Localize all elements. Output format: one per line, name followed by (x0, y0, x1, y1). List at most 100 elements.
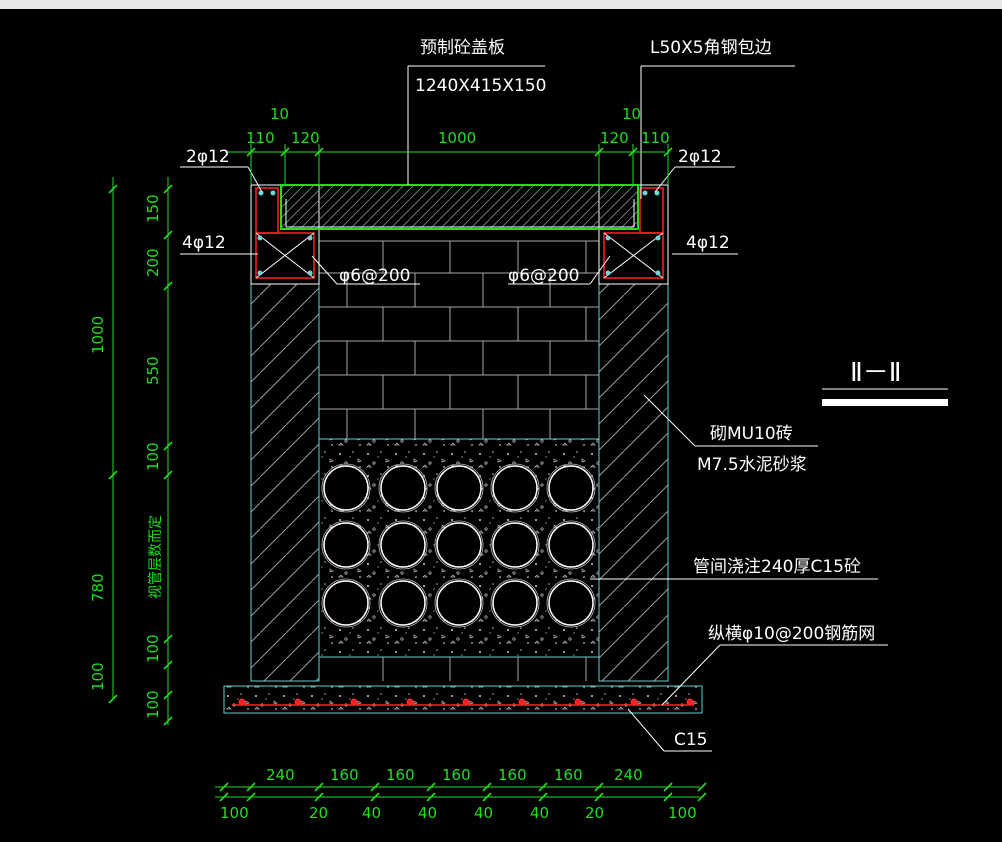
pipe-outline (490, 520, 540, 570)
pipe (436, 465, 482, 511)
dimension-ticks (108, 147, 707, 802)
bar-top-right-text: 2φ12 (678, 147, 722, 167)
mesh-rebar-dot (294, 698, 302, 706)
dim-left-150: 150 (144, 194, 162, 223)
dimension-tick (246, 147, 256, 157)
dimension-tick (314, 792, 324, 802)
pipe-outline (321, 520, 371, 570)
pipe-outline (546, 520, 596, 570)
dim-left-1000: 1000 (89, 316, 107, 354)
dimension-tick (314, 782, 324, 792)
leader-lines (180, 65, 948, 752)
dimension-tick (426, 792, 436, 802)
pipe-outline (321, 463, 371, 513)
dim-left-550: 550 (144, 356, 162, 385)
pipe-outline (546, 578, 596, 628)
pipe (436, 580, 482, 626)
pipe-outline (378, 578, 428, 628)
dim-top-110-right: 110 (641, 129, 670, 147)
pipe (380, 465, 426, 511)
dim-bot-20-left: 20 (309, 804, 328, 822)
brick-wall-right (598, 283, 669, 682)
dim-bot-160-e: 160 (554, 766, 583, 784)
dim-left-100-b: 100 (144, 634, 162, 663)
dim-bot-160-c: 160 (442, 766, 471, 784)
dimension-tick (594, 147, 604, 157)
dim-bot-40-d: 40 (530, 804, 549, 822)
pipe (436, 522, 482, 568)
dimension-tick (163, 184, 173, 194)
mesh-rebar-dot (406, 698, 414, 706)
dim-left-note: 视管层数而定 (148, 515, 164, 599)
pipe (548, 580, 594, 626)
mesh-rebar-dot (574, 698, 582, 706)
concrete-fill-text: 管间浇注240厚C15砼 (693, 557, 861, 577)
dim-bot-40-b: 40 (418, 804, 437, 822)
dim-left-100-outer: 100 (89, 662, 107, 691)
pipe-outline (378, 463, 428, 513)
pipe (492, 522, 538, 568)
dim-left-100-a: 100 (144, 442, 162, 471)
mesh-rebar-dot (630, 698, 638, 706)
brick-courses (319, 240, 599, 681)
stirrup-left-text: φ6@200 (339, 266, 410, 286)
dimension-tick (163, 716, 173, 726)
dimension-tick (370, 792, 380, 802)
dimension-tick (246, 792, 256, 802)
mesh-rebar-dots (238, 698, 694, 706)
dimension-tick (697, 792, 707, 802)
dim-bot-160-a: 160 (330, 766, 359, 784)
dimension-tick (108, 470, 118, 480)
dimension-tick (663, 782, 673, 792)
dim-top-120-right: 120 (600, 129, 629, 147)
pipe (380, 580, 426, 626)
dim-bot-40-c: 40 (474, 804, 493, 822)
pipe-outline (434, 463, 484, 513)
section-mark-bar (822, 399, 948, 406)
cover-title-text: 预制砼盖板 (420, 38, 505, 58)
mesh-rebar-dot (350, 698, 358, 706)
pipe (380, 522, 426, 568)
pipe (323, 522, 369, 568)
dim-bot-20-right: 20 (585, 804, 604, 822)
dimension-tick (163, 281, 173, 291)
dim-left-780: 780 (89, 573, 107, 602)
dimension-tick (663, 147, 673, 157)
brick-wall-left (250, 283, 320, 682)
dim-top-1000: 1000 (438, 129, 476, 147)
dim-top-10-left: 10 (270, 105, 289, 123)
brick-spec-text: 砌MU10砖 (710, 424, 793, 444)
dimension-tick (163, 634, 173, 644)
bar-top-left-text: 2φ12 (186, 147, 230, 167)
pipe (323, 465, 369, 511)
dimension-tick (163, 470, 173, 480)
mesh-rebar-dot (238, 698, 246, 706)
pipe (323, 580, 369, 626)
pipe (548, 465, 594, 511)
mesh-rebar-dot (462, 698, 470, 706)
bar-mid-right-text: 4φ12 (686, 233, 730, 253)
dim-bot-160-b: 160 (386, 766, 415, 784)
pipe (492, 465, 538, 511)
dimension-tick (246, 782, 256, 792)
dimension-tick (594, 782, 604, 792)
mesh-spec-text: 纵横φ10@200钢筋网 (708, 624, 875, 644)
pipe-outline (321, 578, 371, 628)
pipe-outline (378, 520, 428, 570)
section-drawing: 预制砼盖板 1240X415X150 L50X5角钢包边 2φ12 2φ12 4… (89, 38, 948, 822)
window-top-bar (0, 0, 1002, 9)
dim-top-10-right: 10 (622, 105, 641, 123)
dimension-tick (538, 792, 548, 802)
cover-size-text: 1240X415X150 (415, 76, 546, 96)
dimension-tick (482, 782, 492, 792)
angle-steel-text: L50X5角钢包边 (650, 38, 772, 58)
dimension-tick (594, 792, 604, 802)
mortar-spec-text: M7.5水泥砂浆 (697, 455, 807, 475)
dim-bot-40-a: 40 (362, 804, 381, 822)
mesh-rebar-dot (518, 698, 526, 706)
dimension-tick (108, 694, 118, 704)
dimension-tick (219, 792, 229, 802)
dimension-lines (112, 144, 700, 798)
base-spec-text: C15 (674, 730, 708, 750)
mesh-rebar-dot (686, 698, 694, 706)
